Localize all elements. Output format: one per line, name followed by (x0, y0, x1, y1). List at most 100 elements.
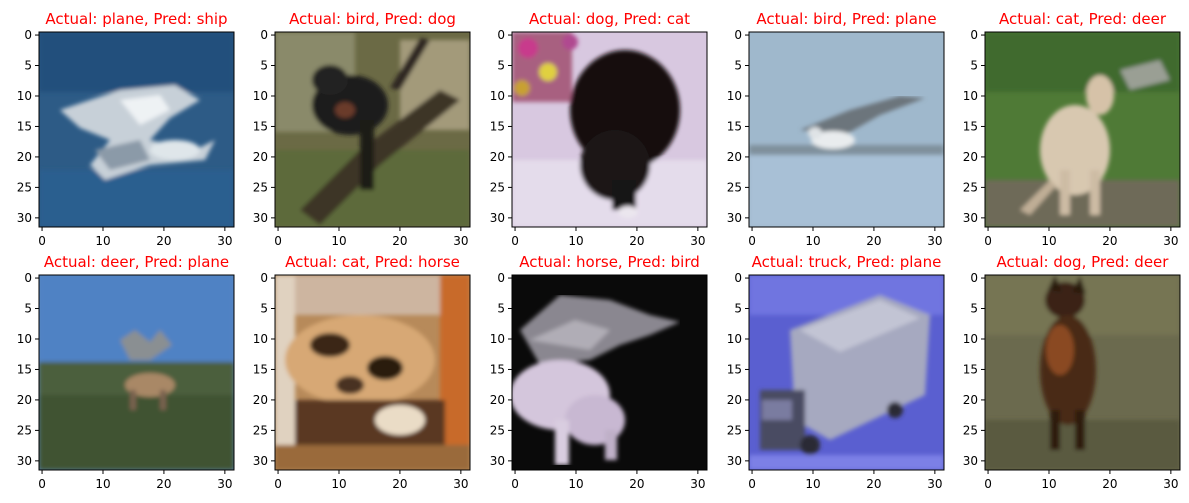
panel-1: Actual: bird, Pred: dog (274, 10, 471, 228)
y-tick-label: 20 (963, 150, 978, 164)
y-tick-label: 10 (963, 89, 978, 103)
y-tick-label: 25 (253, 180, 268, 194)
y-tick-label: 15 (963, 119, 978, 133)
y-tick-label: 0 (24, 271, 32, 285)
y-tick-label: 25 (963, 423, 978, 437)
y-tick-label: 15 (253, 362, 268, 376)
y-tick-label: 30 (727, 211, 742, 225)
y-tick-label: 10 (253, 332, 268, 346)
y-tick-label: 0 (734, 28, 742, 42)
y-tick-label: 5 (970, 59, 978, 73)
x-tick-label: 10 (331, 477, 346, 491)
axes-frame (38, 31, 235, 228)
x-tick-label: 0 (984, 234, 992, 248)
y-tick-label: 0 (260, 28, 268, 42)
y-tick-label: 5 (260, 302, 268, 316)
y-tick-label: 30 (17, 211, 32, 225)
panel-image (512, 275, 707, 470)
x-tick-label: 0 (38, 477, 46, 491)
panel-title: Actual: dog, Pred: deer (997, 253, 1170, 271)
x-tick-label: 30 (217, 234, 232, 248)
y-tick-label: 0 (970, 271, 978, 285)
axes-frame (984, 274, 1181, 471)
y-tick-label: 5 (260, 59, 268, 73)
x-tick-label: 0 (984, 477, 992, 491)
y-tick-label: 20 (17, 393, 32, 407)
panel-0: Actual: plane, Pred: ship (38, 10, 235, 228)
y-tick-label: 25 (727, 180, 742, 194)
panel-image (749, 32, 944, 227)
axes-frame (748, 274, 945, 471)
y-tick-label: 20 (727, 393, 742, 407)
x-tick-label: 20 (156, 477, 171, 491)
panel-image (275, 275, 470, 470)
y-tick-label: 5 (734, 59, 742, 73)
x-tick-label: 0 (274, 234, 282, 248)
axes-frame (511, 31, 708, 228)
x-tick-label: 10 (568, 477, 583, 491)
panel-image (985, 32, 1180, 227)
panel-4: Actual: cat, Pred: deer (984, 10, 1181, 228)
panel-image (275, 32, 470, 227)
x-tick-label: 0 (748, 234, 756, 248)
y-tick-label: 5 (734, 302, 742, 316)
x-tick-label: 30 (927, 477, 942, 491)
y-tick-label: 20 (490, 393, 505, 407)
y-tick-label: 20 (727, 150, 742, 164)
y-tick-label: 15 (253, 119, 268, 133)
panel-image (749, 275, 944, 470)
y-tick-label: 30 (490, 211, 505, 225)
x-tick-label: 30 (453, 477, 468, 491)
panel-image (39, 32, 234, 227)
y-tick-label: 30 (727, 454, 742, 468)
y-tick-label: 0 (970, 28, 978, 42)
x-tick-label: 0 (511, 477, 519, 491)
y-tick-label: 15 (727, 119, 742, 133)
y-tick-label: 20 (963, 393, 978, 407)
y-tick-label: 0 (24, 28, 32, 42)
y-tick-label: 25 (17, 423, 32, 437)
panel-title: Actual: cat, Pred: deer (999, 10, 1167, 28)
y-tick-label: 5 (497, 302, 505, 316)
x-tick-label: 20 (392, 477, 407, 491)
panel-8: Actual: truck, Pred: plane (748, 253, 945, 471)
y-tick-label: 0 (497, 271, 505, 285)
x-tick-label: 10 (805, 477, 820, 491)
x-tick-label: 0 (511, 234, 519, 248)
y-tick-label: 30 (490, 454, 505, 468)
x-tick-label: 20 (156, 234, 171, 248)
x-tick-label: 30 (690, 477, 705, 491)
x-tick-label: 20 (629, 477, 644, 491)
x-tick-label: 20 (866, 234, 881, 248)
panel-5: Actual: deer, Pred: plane (38, 253, 235, 471)
x-tick-label: 0 (274, 477, 282, 491)
panel-title: Actual: deer, Pred: plane (44, 253, 229, 271)
y-tick-label: 25 (17, 180, 32, 194)
panel-title: Actual: cat, Pred: horse (285, 253, 460, 271)
y-tick-label: 15 (490, 119, 505, 133)
y-tick-label: 10 (727, 89, 742, 103)
axes-frame (511, 274, 708, 471)
y-tick-label: 25 (253, 423, 268, 437)
panel-title: Actual: bird, Pred: plane (756, 10, 936, 28)
x-tick-label: 20 (1102, 477, 1117, 491)
panel-title: Actual: bird, Pred: dog (289, 10, 456, 28)
y-tick-label: 10 (963, 332, 978, 346)
panel-image (512, 32, 707, 227)
y-tick-label: 30 (963, 454, 978, 468)
axes-frame (274, 274, 471, 471)
panel-title: Actual: horse, Pred: bird (519, 253, 700, 271)
y-tick-label: 5 (24, 59, 32, 73)
y-tick-label: 20 (17, 150, 32, 164)
y-tick-label: 10 (727, 332, 742, 346)
y-tick-label: 10 (490, 89, 505, 103)
y-tick-label: 10 (253, 89, 268, 103)
y-tick-label: 25 (727, 423, 742, 437)
panel-title: Actual: plane, Pred: ship (45, 10, 227, 28)
y-tick-label: 0 (734, 271, 742, 285)
y-tick-label: 15 (963, 362, 978, 376)
y-tick-label: 25 (490, 180, 505, 194)
y-tick-label: 5 (497, 59, 505, 73)
panel-3: Actual: bird, Pred: plane (748, 10, 945, 228)
panel-9: Actual: dog, Pred: deer (984, 253, 1181, 471)
